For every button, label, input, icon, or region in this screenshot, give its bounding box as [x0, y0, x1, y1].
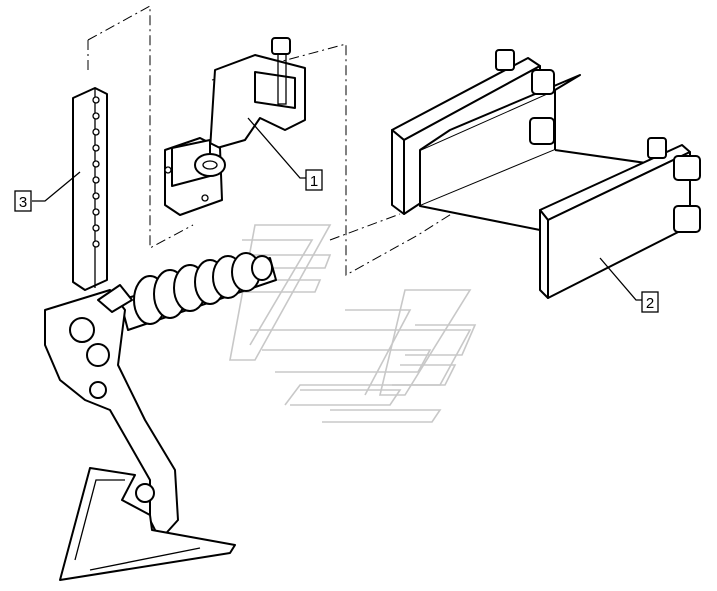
coil-spring [119, 252, 277, 331]
bolt-icon [495, 49, 701, 233]
watermark-logo [229, 224, 477, 423]
callout-2: 2 [641, 291, 659, 313]
callout-1: 1 [305, 169, 323, 191]
callout-2-label: 2 [646, 295, 654, 312]
clamp-bracket [164, 37, 306, 216]
mounting-bracket [391, 49, 701, 299]
sweep-shovel [59, 467, 236, 581]
callout-3: 3 [14, 190, 32, 212]
shank-holes [92, 96, 100, 248]
leader-lines [32, 117, 642, 301]
vertical-shank [72, 87, 108, 291]
callout-1-label: 1 [310, 173, 318, 190]
callout-3-label: 3 [19, 194, 27, 211]
